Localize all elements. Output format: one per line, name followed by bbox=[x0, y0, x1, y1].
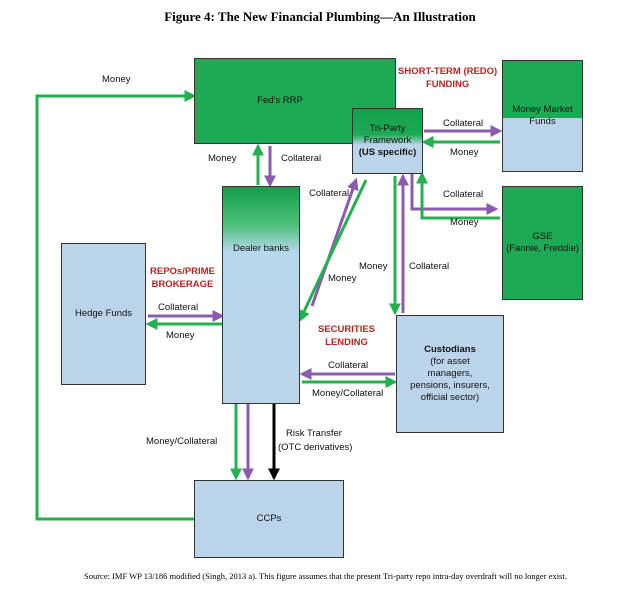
short-term-repo-heading: SHORT-TERM (REDO) FUNDING bbox=[398, 66, 497, 92]
mmf-collateral-label: Collateral bbox=[443, 118, 484, 129]
gse-box: GSE (Fannie, Freddie) bbox=[502, 186, 583, 300]
custodian-collateral-label: Collateral bbox=[409, 261, 450, 272]
dealer-banks-label: Dealer banks bbox=[233, 243, 289, 254]
securities-lending-heading: SECURITIES LENDING bbox=[318, 324, 375, 350]
feds-rrp-box: Fed's RRP bbox=[194, 58, 396, 144]
repos-line1: REPOs/PRIME bbox=[150, 266, 215, 277]
ccp-money-collateral-label: Money/Collateral bbox=[146, 436, 218, 447]
feds-rrp-label: Fed's RRP bbox=[257, 95, 303, 107]
tri-party-line2: Framework bbox=[363, 135, 412, 147]
triparty-to-dealer-money-arrow bbox=[298, 179, 368, 323]
fed-collateral-label: Collateral bbox=[281, 153, 322, 164]
short-term-line1: SHORT-TERM (REDO) bbox=[398, 66, 498, 77]
dealer-banks-box: Dealer banks bbox=[222, 186, 300, 404]
tri-party-box: Tri-Party Framework (US specific) bbox=[352, 108, 423, 174]
risk-transfer-line1: Risk Transfer bbox=[286, 428, 342, 439]
money-loop-arrow bbox=[35, 90, 197, 521]
short-term-line2: FUNDING bbox=[425, 78, 470, 90]
repos-line2: BROKERAGE bbox=[151, 278, 214, 290]
hedge-funds-label: Hedge Funds bbox=[74, 308, 133, 320]
dealer-to-triparty-collateral-arrow bbox=[310, 177, 359, 307]
fed-money-label: Money bbox=[208, 153, 237, 164]
loop-money-label: Money bbox=[102, 74, 131, 85]
ccps-box: CCPs bbox=[194, 480, 344, 558]
tri-party-line1: Tri-Party bbox=[369, 123, 406, 135]
gse-money-label: Money bbox=[450, 217, 479, 228]
securities-line2: LENDING bbox=[325, 336, 368, 348]
custodian-money-label: Money bbox=[359, 261, 388, 272]
custodians-box: Custodians (for asset managers, pensions… bbox=[396, 315, 504, 433]
custodians-line4: pensions, insurers, bbox=[410, 379, 490, 391]
hedge-money-label: Money bbox=[166, 330, 195, 341]
gse-collateral-arrow bbox=[410, 174, 499, 215]
source-note: Source: IMF WP 13/186 modified (Singh, 2… bbox=[84, 571, 567, 581]
mmf-line1: Money Market bbox=[512, 104, 573, 116]
mmf-line2: Funds bbox=[529, 116, 556, 127]
custodian-money-collateral-label: Money/Collateral bbox=[312, 388, 384, 399]
money-market-funds-box: Money Market Funds bbox=[502, 60, 583, 172]
dealer-triparty-collateral-label: Collateral bbox=[309, 188, 350, 199]
ccps-label: CCPs bbox=[256, 513, 282, 525]
gse-collateral-label: Collateral bbox=[443, 189, 484, 200]
custodians-line2: (for asset bbox=[430, 356, 470, 368]
hedge-funds-box: Hedge Funds bbox=[61, 243, 146, 385]
mmf-money-label: Money bbox=[450, 147, 479, 158]
tri-party-line3: (US specific) bbox=[358, 146, 417, 158]
dealer-triparty-money-label: Money bbox=[328, 273, 357, 284]
custodians-line3: managers, bbox=[427, 368, 473, 380]
custodians-line5: official sector) bbox=[420, 391, 480, 403]
hedge-collateral-label: Collateral bbox=[158, 302, 199, 313]
gse-money-arrow bbox=[416, 171, 500, 220]
risk-transfer-line2: (OTC derivatives) bbox=[278, 442, 353, 453]
securities-line1: SECURITIES bbox=[318, 324, 376, 335]
gse-line2: (Fannie, Freddie) bbox=[506, 243, 579, 254]
repos-prime-brokerage-heading: REPOs/PRIME BROKERAGE bbox=[150, 266, 215, 292]
custodians-line1: Custodians bbox=[424, 344, 476, 356]
custodian-collateral-left-label: Collateral bbox=[328, 360, 369, 371]
figure-title: Figure 4: The New Financial Plumbing—An … bbox=[164, 9, 476, 24]
gse-line1: GSE bbox=[532, 231, 553, 243]
